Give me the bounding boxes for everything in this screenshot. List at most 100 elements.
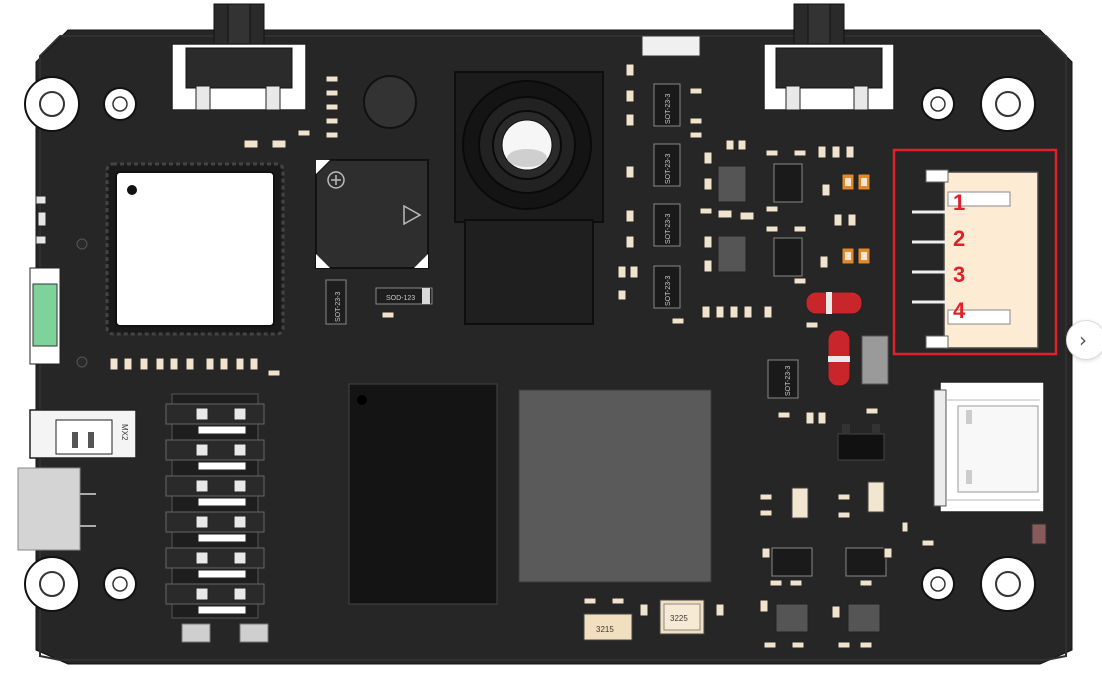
smd-passive: [139, 357, 149, 371]
smd-passive: [243, 139, 259, 149]
smd-passive: [123, 357, 133, 371]
chip-marking: 3225: [670, 614, 688, 623]
ic-soic: [773, 237, 803, 277]
smd-passive: [793, 225, 807, 233]
smd-passive: [625, 113, 635, 127]
inductor: [717, 235, 747, 273]
smd-component: [1031, 523, 1047, 545]
smd-passive: [235, 357, 245, 371]
smd-capacitor: [867, 481, 885, 513]
smd-passive: [715, 305, 725, 319]
diode: SOD-123: [375, 287, 433, 305]
mounting-hole: [24, 556, 80, 612]
test-pad: [239, 623, 269, 643]
smd-passive: [325, 131, 339, 139]
main-chip-gray: [518, 389, 712, 583]
passive-components: [109, 63, 935, 649]
chip-marking: SOT-23-3: [665, 154, 672, 184]
smd-resistor: [35, 195, 47, 205]
smd-passive: [759, 509, 773, 517]
smd-passive: [583, 597, 597, 605]
inductor: [717, 165, 747, 203]
header-row: [165, 511, 265, 543]
header-row: [165, 547, 265, 579]
camera-module: [454, 71, 604, 325]
pin-label-4: 4: [953, 298, 966, 323]
smd-passive: [625, 209, 635, 223]
smd-passive: [625, 89, 635, 103]
pcb-board-outline: [39, 35, 1067, 661]
ic-sot: [771, 547, 813, 577]
via: [76, 356, 88, 368]
smd-passive: [793, 149, 807, 157]
smd-passive: [325, 103, 339, 111]
chip-marking: 3215: [596, 625, 614, 634]
smd-capacitor: [841, 247, 855, 265]
smd-passive: [205, 357, 215, 371]
smd-passive: [833, 213, 843, 227]
smd-passive: [845, 145, 855, 159]
smd-passive: [777, 411, 791, 419]
smd-capacitor: [857, 247, 871, 265]
red-diode: [805, 291, 863, 315]
pin-label-1: 1: [953, 190, 965, 215]
chip-marking: SOT-23-3: [335, 292, 342, 322]
smd-passive: [639, 603, 649, 617]
smd-passive: [219, 357, 229, 371]
mounting-hole: [980, 556, 1036, 612]
mounting-hole: [980, 76, 1036, 132]
smd-passive: [739, 211, 755, 221]
test-pad: [181, 623, 211, 643]
smd-passive: [837, 511, 851, 519]
smd-passive: [759, 493, 773, 501]
smd-passive: [791, 641, 805, 649]
smd-passive: [805, 411, 815, 425]
pin-label-3: 3: [953, 262, 965, 287]
next-slide-button[interactable]: ›: [1066, 320, 1102, 360]
smd-passive: [671, 317, 685, 325]
smd-passive: [249, 357, 259, 371]
smd-passive: [169, 357, 179, 371]
smd-component: [861, 335, 889, 385]
smd-passive: [817, 145, 827, 159]
smd-passive: [831, 145, 841, 159]
smd-passive: [737, 139, 747, 151]
smd-passive: [765, 205, 779, 213]
smd-passive: [883, 547, 893, 559]
tact-switch: [171, 3, 307, 111]
ic-sot: [845, 547, 887, 577]
smd-passive: [617, 265, 627, 279]
smd-passive: [793, 277, 807, 285]
small-hole: [921, 567, 955, 601]
sot-transistor: SOT-23-3: [653, 83, 681, 127]
smd-passive: [921, 539, 935, 547]
jst-connector: MX2: [29, 409, 137, 459]
small-hole: [103, 567, 137, 601]
smd-passive: [703, 235, 713, 249]
smd-resistor: [35, 235, 47, 245]
green-led: [29, 267, 61, 365]
smd-passive: [611, 597, 625, 605]
round-capacitor: [363, 75, 417, 129]
rf-shield-module: [105, 162, 285, 336]
smd-passive: [625, 235, 635, 249]
smd-resistor: [37, 211, 47, 227]
smd-passive: [267, 369, 281, 377]
smd-passive: [743, 305, 753, 319]
small-hole: [921, 87, 955, 121]
smd-capacitor: [841, 173, 855, 191]
smd-passive: [109, 357, 119, 371]
smd-passive: [725, 139, 735, 151]
sot-transistor-black: [837, 424, 885, 461]
smd-passive: [765, 225, 779, 233]
sot-transistor: SOT-23-3: [653, 143, 681, 187]
inductor: [775, 603, 809, 633]
header-row: [165, 439, 265, 471]
smd-passive: [625, 63, 635, 77]
smd-capacitor: [791, 487, 809, 519]
header-row: [165, 583, 265, 615]
smd-passive: [699, 207, 713, 215]
chip-marking: MX2: [120, 424, 129, 441]
smd-passive: [689, 87, 703, 95]
